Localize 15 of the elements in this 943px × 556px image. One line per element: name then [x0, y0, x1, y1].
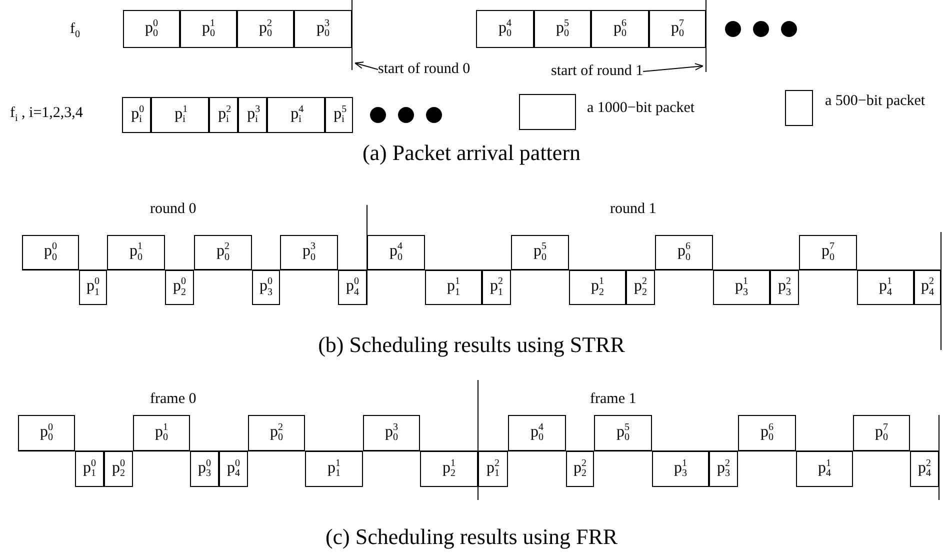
callout-text: start of round 0 — [378, 61, 470, 78]
flow-label: f$_{0}$ — [70, 21, 80, 37]
figure-caption: (c) Scheduling results using FRR — [325, 524, 618, 549]
leader-line — [642, 63, 704, 72]
figure-caption: (b) Scheduling results using STRR — [318, 332, 625, 357]
period-label: round 0 — [150, 201, 196, 217]
leader-line — [354, 62, 378, 70]
flow-label: f$_{i}$ , i=1,2,3,4 — [10, 105, 83, 121]
figure-caption: (a) Packet arrival pattern — [362, 140, 581, 165]
callout-text: start of round 1 — [551, 63, 644, 80]
period-label: frame 0 — [150, 391, 196, 407]
legend-text: a 1000−bit packet — [587, 100, 695, 117]
legend-text: a 500−bit packet — [825, 93, 926, 110]
period-label: frame 1 — [590, 391, 636, 407]
period-label: round 1 — [610, 201, 656, 217]
